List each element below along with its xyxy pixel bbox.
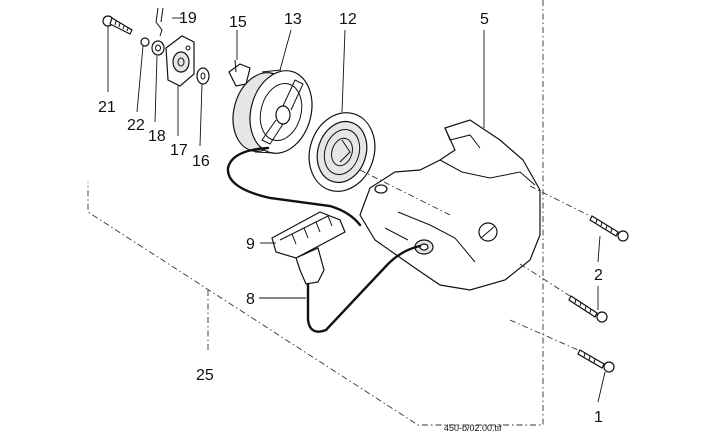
housing-screw-lower xyxy=(577,349,615,373)
lock-washer xyxy=(140,37,150,47)
callout-9: 9 xyxy=(246,236,255,253)
screw-axis-lines xyxy=(359,169,591,351)
spring-clip xyxy=(155,7,164,37)
callout-5: 5 xyxy=(480,11,489,28)
callout-1: 1 xyxy=(594,409,603,426)
pawl xyxy=(228,59,251,87)
callout-18: 18 xyxy=(148,128,166,145)
figure-caption: 450-b/02.00.tif xyxy=(444,423,502,433)
callout-19: 19 xyxy=(179,10,197,27)
callout-22: 22 xyxy=(127,117,145,134)
leader-lines xyxy=(107,17,606,403)
callout-8: 8 xyxy=(246,291,255,308)
callout-12: 12 xyxy=(339,11,357,28)
recoil-spring xyxy=(308,112,376,192)
callout-labels: 19 15 13 12 5 21 22 18 17 16 9 8 2 25 1 xyxy=(98,10,603,426)
callout-25: 25 xyxy=(196,367,214,384)
assembly-boundary xyxy=(87,0,544,426)
callout-21: 21 xyxy=(98,99,116,116)
starter-housing xyxy=(359,119,541,291)
callout-15: 15 xyxy=(229,14,247,31)
starter-cord xyxy=(226,146,422,333)
callout-16: 16 xyxy=(192,153,210,170)
starter-handle xyxy=(271,211,346,285)
rope-pulley xyxy=(232,69,313,154)
callout-2: 2 xyxy=(594,267,603,284)
pawl-plate xyxy=(165,35,195,87)
housing-screw-upper xyxy=(589,215,629,242)
spacer xyxy=(151,40,165,56)
callout-13: 13 xyxy=(284,11,302,28)
washer xyxy=(196,67,210,85)
callout-17: 17 xyxy=(170,142,188,159)
center-screw xyxy=(102,15,133,35)
housing-screw-middle xyxy=(568,295,608,323)
